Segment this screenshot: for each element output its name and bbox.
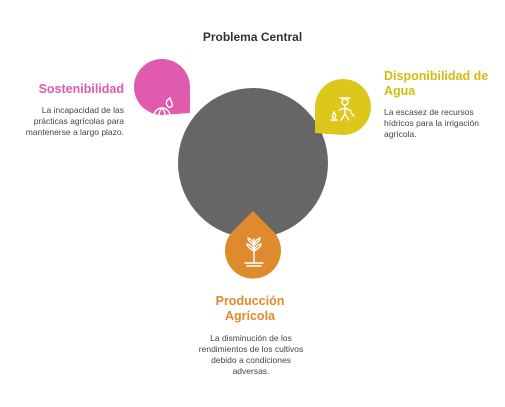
wheat-plant-icon (244, 237, 264, 267)
sostenibilidad-description: La incapacidad de las prácticas agrícola… (25, 105, 124, 137)
central-problem-circle (178, 88, 328, 238)
produccion-heading: Producción Agrícola (215, 294, 285, 323)
farmer-watering-icon (330, 97, 355, 121)
produccion-node (225, 211, 282, 279)
produccion-description: La disminución de los rendimientos de lo… (198, 333, 304, 376)
globe-fire-icon (153, 96, 173, 125)
agua-description: La escasez de recursos hídricos para la … (384, 107, 479, 139)
sostenibilidad-node (134, 59, 190, 125)
sostenibilidad-heading: Sostenibilidad (38, 82, 124, 96)
diagram-title: Problema Central (202, 30, 303, 44)
agua-node (315, 79, 371, 135)
agua-heading: Disponibilidad de Agua (384, 69, 489, 98)
